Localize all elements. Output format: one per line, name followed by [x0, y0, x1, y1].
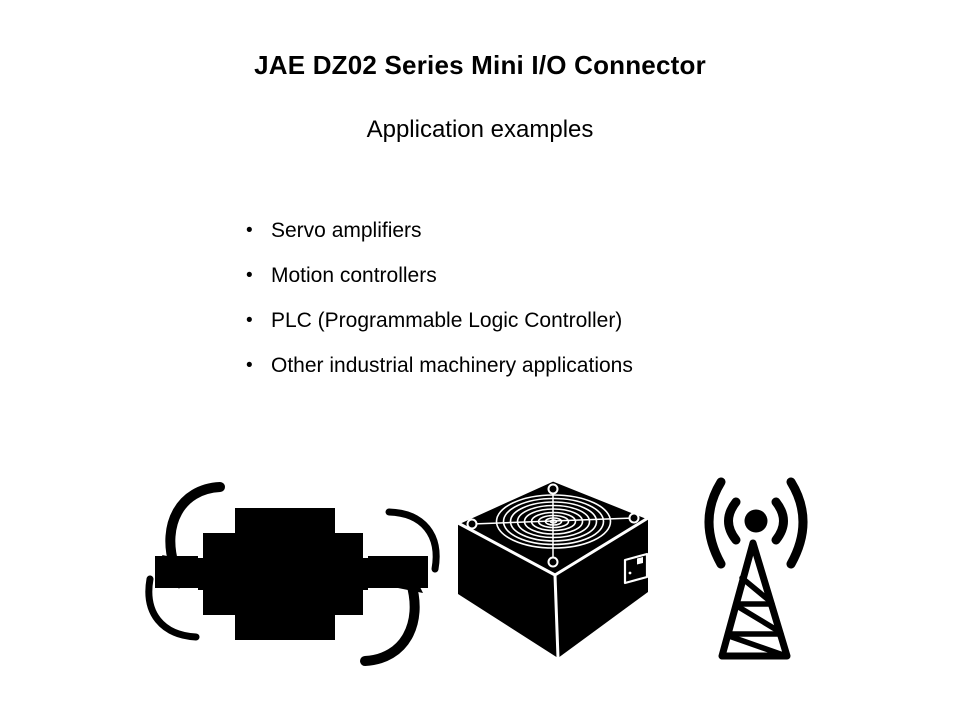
bullet-marker: •	[246, 220, 253, 241]
bullet-text: Motion controllers	[271, 264, 437, 287]
servo-motor-icon	[140, 475, 445, 675]
bullet-text: Servo amplifiers	[271, 219, 422, 242]
bullet-list: • Servo amplifiers • Motion controllers …	[246, 218, 633, 398]
bullet-text: PLC (Programmable Logic Controller)	[271, 309, 623, 332]
bullet-marker: •	[246, 265, 253, 286]
list-item: • Motion controllers	[246, 263, 633, 289]
bullet-marker: •	[246, 355, 253, 376]
bullet-text: Other industrial machinery applications	[271, 354, 633, 377]
slide-subtitle: Application examples	[366, 116, 594, 143]
power-supply-icon	[440, 462, 662, 672]
list-item: • Other industrial machinery application…	[246, 353, 633, 379]
bullet-marker: •	[246, 310, 253, 331]
list-item: • Servo amplifiers	[246, 218, 633, 244]
slide-title: JAE DZ02 Series Mini I/O Connector	[254, 50, 706, 80]
list-item: • PLC (Programmable Logic Controller)	[246, 308, 633, 334]
radio-tower-icon	[690, 475, 860, 675]
